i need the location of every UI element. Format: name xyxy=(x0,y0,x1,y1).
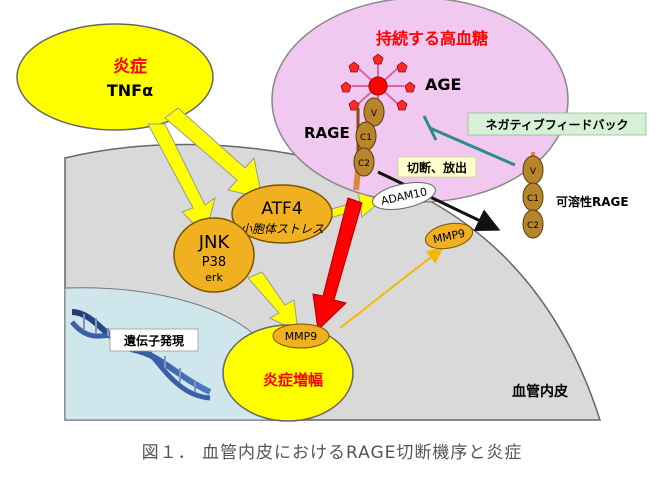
gene-expression-box xyxy=(109,328,199,352)
inflammation-amplified-label: 炎症増幅 xyxy=(263,371,323,389)
soluble-domain-v-label: V xyxy=(530,167,537,177)
jnk-title: JNK xyxy=(198,232,231,253)
mmp9-nucleus-label: MMP9 xyxy=(285,330,318,343)
arrow-jnk-to-mmp9 xyxy=(247,271,299,333)
rage-domain-c2-label: C2 xyxy=(358,159,370,169)
atf4-node xyxy=(231,184,333,244)
endothelium-label: 血管内皮 xyxy=(512,383,568,400)
membrane-rage-receptor: V C1 C2 xyxy=(353,97,385,191)
mmp9-membrane-node xyxy=(424,222,474,250)
negative-feedback-inhibitor xyxy=(422,115,516,167)
arrow-to-atf4 xyxy=(164,107,263,199)
soluble-domain-c2-label: C2 xyxy=(527,221,539,231)
rage-domain-v xyxy=(363,97,385,127)
jnk-node xyxy=(173,217,255,293)
soluble-domain-c2 xyxy=(522,209,544,239)
tnf-alpha-label: TNFα xyxy=(107,81,153,100)
hyperglycemia-title: 持続する高血糖 xyxy=(376,29,488,48)
inflammation-title: 炎症 xyxy=(113,56,147,77)
soluble-rage-molecule: V C1 C2 xyxy=(522,152,544,239)
cleavage-arrow xyxy=(377,170,501,232)
rage-domain-c1-label: C1 xyxy=(360,133,372,143)
rage-domain-c2 xyxy=(353,147,375,177)
cleavage-box xyxy=(397,156,477,178)
soluble-rage-label: 可溶性RAGE xyxy=(556,194,629,209)
age-label: AGE xyxy=(425,75,461,94)
figure-caption: 図１． 血管内皮におけるRAGE切断機序と炎症 xyxy=(141,443,523,463)
arrow-to-jnk xyxy=(147,123,216,236)
rage-label: RAGE xyxy=(304,124,350,142)
atf4-subtitle: 小胞体ストレス xyxy=(240,222,324,236)
cleavage-label: 切断、放出 xyxy=(407,160,467,175)
negative-feedback-label: ネガティブフィードバック xyxy=(485,117,628,132)
atf4-title: ATF4 xyxy=(261,199,302,219)
arrow-mmp9-to-mmp9 xyxy=(339,247,444,329)
negative-feedback-box xyxy=(467,112,647,136)
erk-label: erk xyxy=(205,271,223,284)
inflammation-ellipse xyxy=(16,23,214,131)
soluble-domain-c1-label: C1 xyxy=(527,194,539,204)
adam10-node xyxy=(372,182,436,210)
rage-domain-v-label: V xyxy=(371,109,378,119)
mmp9-nucleus-node xyxy=(272,323,330,349)
gene-expression-label: 遺伝子発現 xyxy=(123,333,184,348)
p38-label: P38 xyxy=(202,255,226,270)
red-arrow-rage-to-mmp9 xyxy=(312,197,363,332)
